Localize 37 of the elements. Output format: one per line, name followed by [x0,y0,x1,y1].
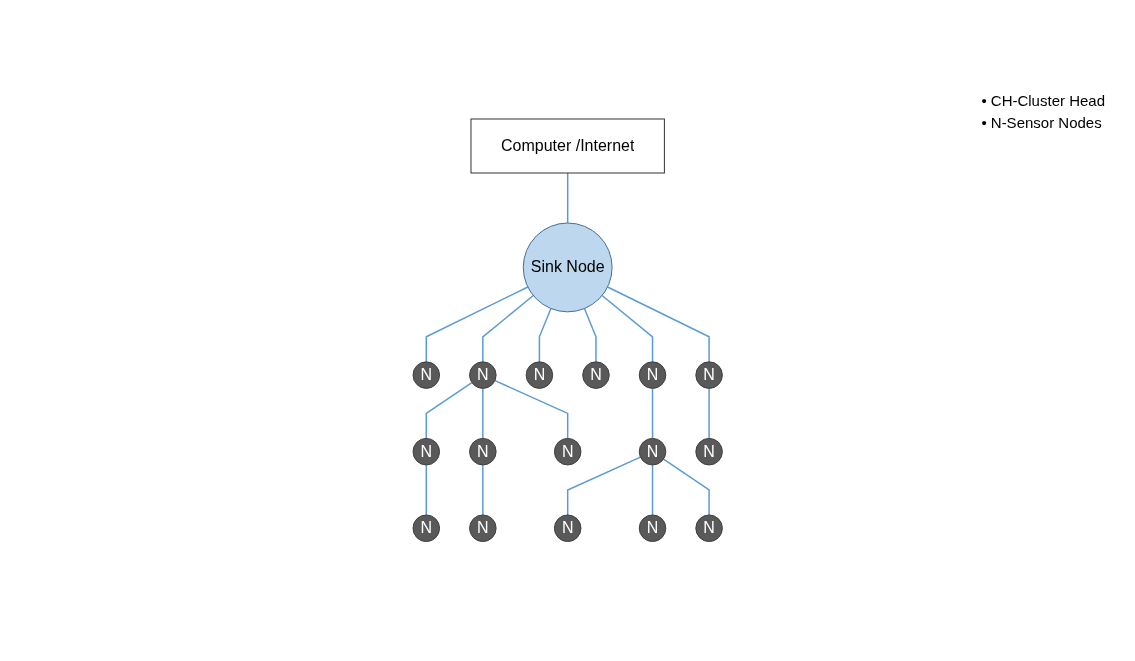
node-circle: N [695,438,723,466]
node-circle: N [468,361,497,390]
node-circle: N [695,361,723,390]
node-circle: N [695,514,723,543]
node-circle: N [638,361,667,390]
node-circle: N [553,514,582,543]
connector [481,464,484,516]
connector [583,308,597,363]
note-text: • N-Sensor Nodes [981,113,1103,133]
connector [662,458,710,516]
node-circle: N [525,361,553,390]
connector [425,464,427,516]
node-circle: N [638,438,667,466]
connector [708,387,710,440]
node-circle: N [412,438,440,466]
node-circle: Sink Node [522,222,613,313]
node-circle: N [468,514,497,543]
connector [606,286,710,363]
connector [425,382,473,440]
connector [425,286,529,363]
node-circle: N [582,361,610,390]
connector [538,308,552,363]
node-circle: N [553,438,582,466]
connector [481,387,484,440]
connector [651,464,654,516]
node-circle: N [412,361,440,390]
note-text: • CH-Cluster Head [981,91,1105,111]
connector [601,295,654,363]
node-circle: N [638,514,667,543]
node-box: Computer /Internet [470,118,665,174]
connector [481,295,534,363]
connector [566,172,569,224]
connector [566,456,641,516]
connector [651,387,654,440]
node-circle: N [412,514,440,543]
connector [494,380,569,440]
node-circle: N [468,438,497,466]
